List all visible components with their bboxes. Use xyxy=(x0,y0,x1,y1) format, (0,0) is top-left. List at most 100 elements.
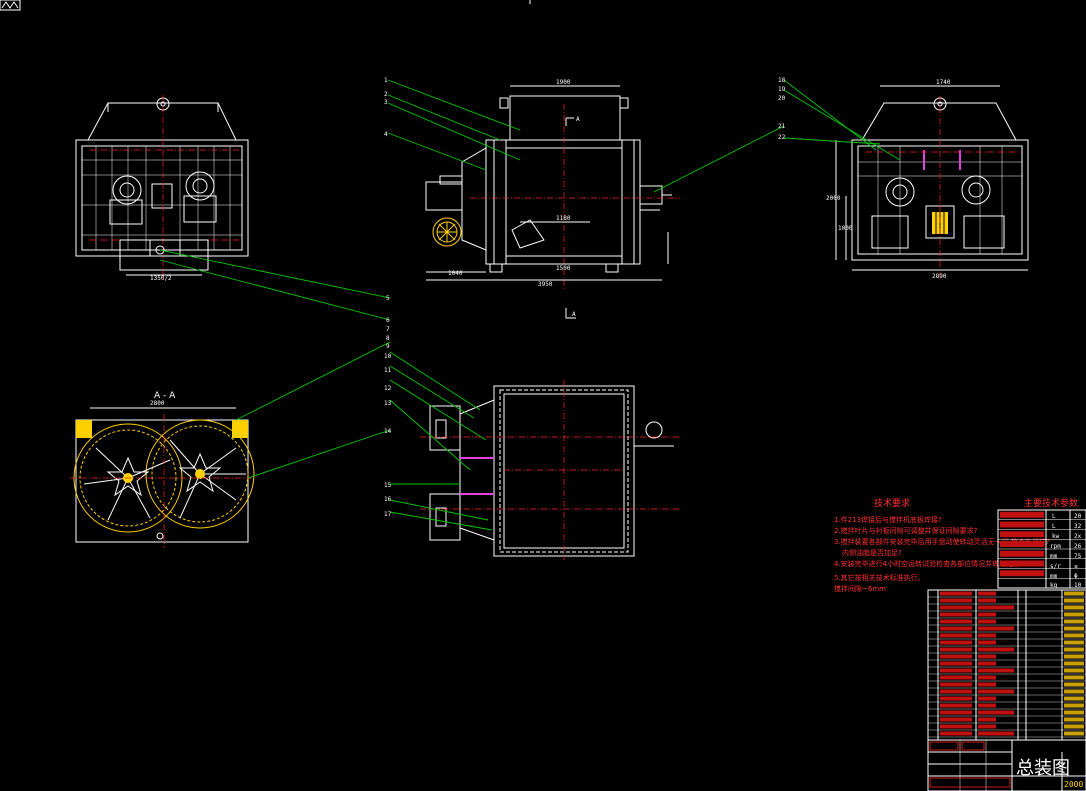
dim-plan-width: 2800 xyxy=(150,400,165,407)
param-row-label-block xyxy=(1000,560,1044,567)
bom-name-block xyxy=(978,668,1014,673)
bom-code-block xyxy=(940,689,972,694)
leader-lines xyxy=(159,79,901,531)
balloon-20: 20 xyxy=(778,95,786,102)
param-val-5: 75 xyxy=(1074,553,1082,560)
bom-code-block xyxy=(940,682,972,687)
bom-code-block xyxy=(940,619,972,624)
balloon-10: 10 xyxy=(384,353,392,360)
bom-name-block xyxy=(978,591,996,596)
bom-name-block xyxy=(978,640,996,645)
bom-note-block xyxy=(1064,612,1084,617)
bom-note-block xyxy=(1064,647,1084,652)
bom-name-block xyxy=(978,717,996,722)
bom-name-block xyxy=(978,675,996,680)
bom-name-block xyxy=(978,710,1014,715)
corner-icon[interactable] xyxy=(0,0,21,11)
bom-code-block xyxy=(940,633,972,638)
param-row-label-block xyxy=(1000,570,1044,577)
param-unit-1: L xyxy=(1052,513,1056,520)
params-title: 主要技术参数 xyxy=(1024,497,1078,509)
balloon-4: 4 xyxy=(384,131,388,138)
bom-name-block xyxy=(978,682,996,687)
balloon-9: 9 xyxy=(386,343,390,350)
bom-name-block xyxy=(978,661,996,666)
dim-front-inner: 1180 xyxy=(556,215,571,222)
bom-note-block xyxy=(1064,703,1084,708)
bom-note-block xyxy=(1064,633,1084,638)
tech-req-3: 3.搅拌装置各部件安装完毕后用手盘动使转动灵活无卡滞,检查各部位? xyxy=(834,537,1050,546)
param-val-8: 10 xyxy=(1074,582,1082,589)
bom-code-block xyxy=(940,612,972,617)
section-aa-label: A - A xyxy=(154,391,176,401)
bom-name-block xyxy=(978,689,1014,694)
bom-code-block xyxy=(940,668,972,673)
bom-code-block xyxy=(940,703,972,708)
bom-code-block xyxy=(940,731,972,736)
bom-note-block xyxy=(1064,710,1084,715)
bom-code-block xyxy=(940,675,972,680)
tech-req-2: 2.搅拌叶片与衬板间隙可调整并保证间隙要求? xyxy=(834,526,978,535)
tech-req-4: 内侧油脂是否加足? xyxy=(842,548,902,557)
param-unit-7: mm xyxy=(1050,573,1058,580)
bom-name-block xyxy=(978,724,996,729)
param-unit-6: s/r xyxy=(1050,563,1061,570)
right-end-view: 1740 2890 2000 1000 xyxy=(826,79,1029,280)
dim-front-left: 1040 xyxy=(448,270,463,277)
param-val-2: 32 xyxy=(1074,523,1082,530)
bom-name-block xyxy=(978,598,996,603)
tech-req-7: 搅拌间隙~6mm xyxy=(834,584,886,593)
bom-note-block xyxy=(1064,731,1084,736)
balloon-17: 17 xyxy=(384,511,392,518)
param-unit-3: kw xyxy=(1052,533,1060,540)
dim-top-width: 1900 xyxy=(556,79,571,86)
dim-side-w2: 1740 xyxy=(936,79,951,86)
bom-code-block xyxy=(940,605,972,610)
bom-note-block xyxy=(1064,591,1084,596)
bom-note-block xyxy=(1064,598,1084,603)
bom-code-block xyxy=(940,598,972,603)
tech-req-1: 1.件213焊接后与搅拌机底板焊接? xyxy=(834,515,942,524)
balloon-numbers: 1 2 3 4 5 6 7 8 9 10 11 12 13 14 15 16 1… xyxy=(384,77,786,518)
bom-name-block xyxy=(978,612,996,617)
bom-note-block xyxy=(1064,717,1084,722)
bom-code-block xyxy=(940,724,972,729)
parts-list xyxy=(927,589,1086,741)
bom-note-block xyxy=(1064,640,1084,645)
tech-req-5: 4.安装完毕进行4小时空运转试验检查各部位情况并做好记录? xyxy=(834,559,1024,568)
bom-note-block xyxy=(1064,724,1084,729)
balloon-8: 8 xyxy=(386,335,390,342)
dim-side-height: 2000 xyxy=(826,195,841,202)
bom-note-block xyxy=(1064,654,1084,659)
dim-side-width: 2890 xyxy=(932,273,947,280)
balloon-18: 18 xyxy=(778,77,786,84)
front-elevation-view: 1900 3950 1040 1500 1180 A A xyxy=(425,79,680,319)
dim-side-h2: 1000 xyxy=(838,225,853,232)
dim-plan-bottom: 1350/2 xyxy=(150,275,172,282)
balloon-12: 12 xyxy=(384,385,392,392)
balloon-3: 3 xyxy=(384,99,388,106)
bom-code-block xyxy=(940,717,972,722)
bom-note-block xyxy=(1064,696,1084,701)
tech-req-6: 5.其它按相关技术标准执行。 xyxy=(834,573,925,582)
bom-code-block xyxy=(940,626,972,631)
dim-front-mid: 1500 xyxy=(556,265,571,272)
bom-code-block xyxy=(940,710,972,715)
bom-code-block xyxy=(940,661,972,666)
drawing-title: 总装图 xyxy=(1016,758,1070,779)
balloon-22: 22 xyxy=(778,134,786,141)
title-block: 总装图 2000 xyxy=(927,739,1086,791)
param-row-label-block xyxy=(1000,521,1044,528)
param-unit-8: kg xyxy=(1050,582,1058,589)
bom-name-block xyxy=(978,654,996,659)
param-val-6: ≤ xyxy=(1074,563,1078,570)
balloon-7: 7 xyxy=(386,326,390,333)
bom-name-block xyxy=(978,605,1014,610)
section-mark-top: A xyxy=(576,116,580,123)
bom-note-block xyxy=(1064,619,1084,624)
section-mark-bottom: A xyxy=(572,311,576,318)
technical-requirements: 技术要求 1.件213焊接后与搅拌机底板焊接? 2.搅拌叶片与衬板间隙可调整并保… xyxy=(834,497,1050,593)
bom-note-block xyxy=(1064,626,1084,631)
param-row-label-block xyxy=(1000,550,1044,557)
bom-note-block xyxy=(1064,668,1084,673)
